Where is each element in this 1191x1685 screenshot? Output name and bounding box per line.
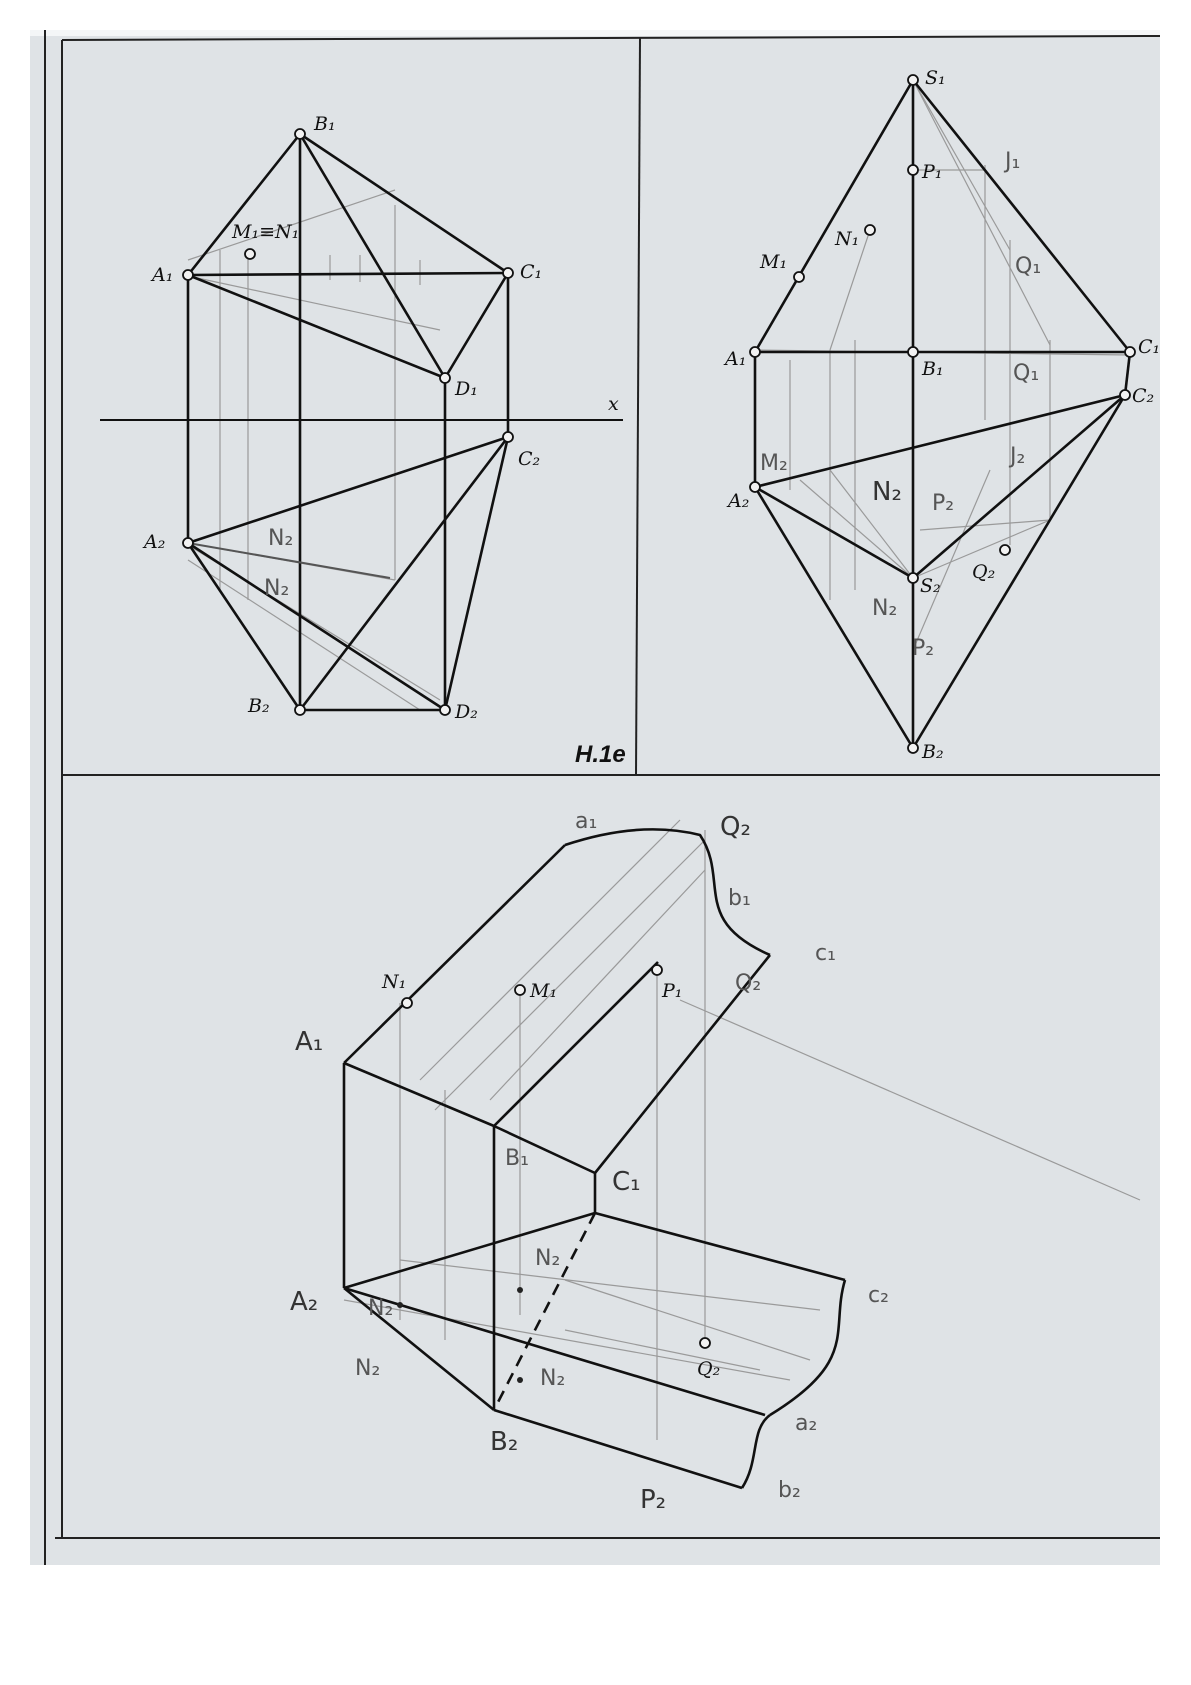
label-m1: M₁: [529, 980, 557, 1002]
handwritten-n2-c: N₂: [355, 1356, 380, 1381]
handwritten-n2-b: N₂: [264, 576, 289, 601]
handwritten-q2-top: Q₂: [720, 812, 751, 842]
handwritten-p2-a: P₂: [932, 491, 954, 516]
label-c1: C₁: [1138, 336, 1160, 358]
label-m1: M₁: [759, 251, 787, 273]
label-p1: P₁: [921, 161, 942, 183]
label-n1: N₁: [834, 228, 859, 250]
handwritten-q1-a: Q₁: [1015, 254, 1041, 279]
label-x-axis: x: [608, 393, 619, 415]
label-d1: D₁: [454, 378, 478, 400]
handwritten-n2: N₂: [872, 596, 897, 621]
handwritten-n2-big: N₂: [872, 477, 902, 507]
label-c2: C₂: [518, 448, 540, 470]
label-q2: Q₂: [697, 1358, 720, 1380]
handwritten-j2: J₂: [1008, 444, 1025, 469]
label-d2: D₂: [454, 701, 478, 723]
label-b2: B₂: [921, 741, 944, 763]
handwritten-a1: a₁: [575, 809, 597, 834]
handwritten-a2-vertex: A₂: [290, 1287, 318, 1317]
handwritten-a2: a₂: [795, 1411, 817, 1436]
paper-top-edge: [30, 30, 1160, 36]
label-b1: B₁: [921, 358, 944, 380]
label-b2: B₂: [247, 695, 270, 717]
label-c1: C₁: [520, 261, 542, 283]
label-p1: P₁: [661, 980, 682, 1002]
label-b1: B₁: [313, 113, 336, 135]
handwritten-a1-vertex: A₁: [295, 1027, 323, 1057]
label-m1-n1: M₁≡N₁: [231, 221, 299, 243]
handwritten-m2: M₂: [760, 451, 788, 476]
handwritten-p2-b: P₂: [912, 636, 934, 661]
label-s2: S₂: [920, 575, 941, 597]
handwritten-p2: P₂: [640, 1485, 666, 1515]
handwritten-b1: b₁: [728, 886, 751, 911]
label-a2: A₂: [726, 490, 749, 512]
label-a2: A₂: [142, 531, 165, 553]
label-s1: S₁: [925, 67, 946, 89]
label-q2: Q₂: [972, 561, 995, 583]
label-a1: A₁: [150, 264, 173, 286]
handwritten-n2-b: N₂: [368, 1296, 393, 1321]
label-a1: A₁: [723, 348, 746, 370]
handwritten-q1-b: Q₁: [1013, 361, 1039, 386]
handwritten-c1: c₁: [815, 941, 836, 966]
handwritten-b2: b₂: [778, 1478, 801, 1503]
handwritten-n2-a: N₂: [535, 1246, 560, 1271]
handwritten-q2-mid: Q₂: [735, 971, 761, 996]
label-c2: C₂: [1132, 385, 1154, 407]
handwritten-j1: J₁: [1003, 149, 1020, 174]
handwritten-c2: c₂: [868, 1283, 889, 1308]
handwritten-n2-d: N₂: [540, 1366, 565, 1391]
handwritten-b2-vertex: B₂: [490, 1427, 518, 1457]
label-n1: N₁: [381, 971, 406, 993]
handwritten-c1-vertex: C₁: [612, 1167, 641, 1197]
handwritten-b1-vertex: B₁: [505, 1146, 529, 1171]
task-tag: H.1e: [575, 741, 626, 768]
handwritten-n2-a: N₂: [268, 526, 293, 551]
